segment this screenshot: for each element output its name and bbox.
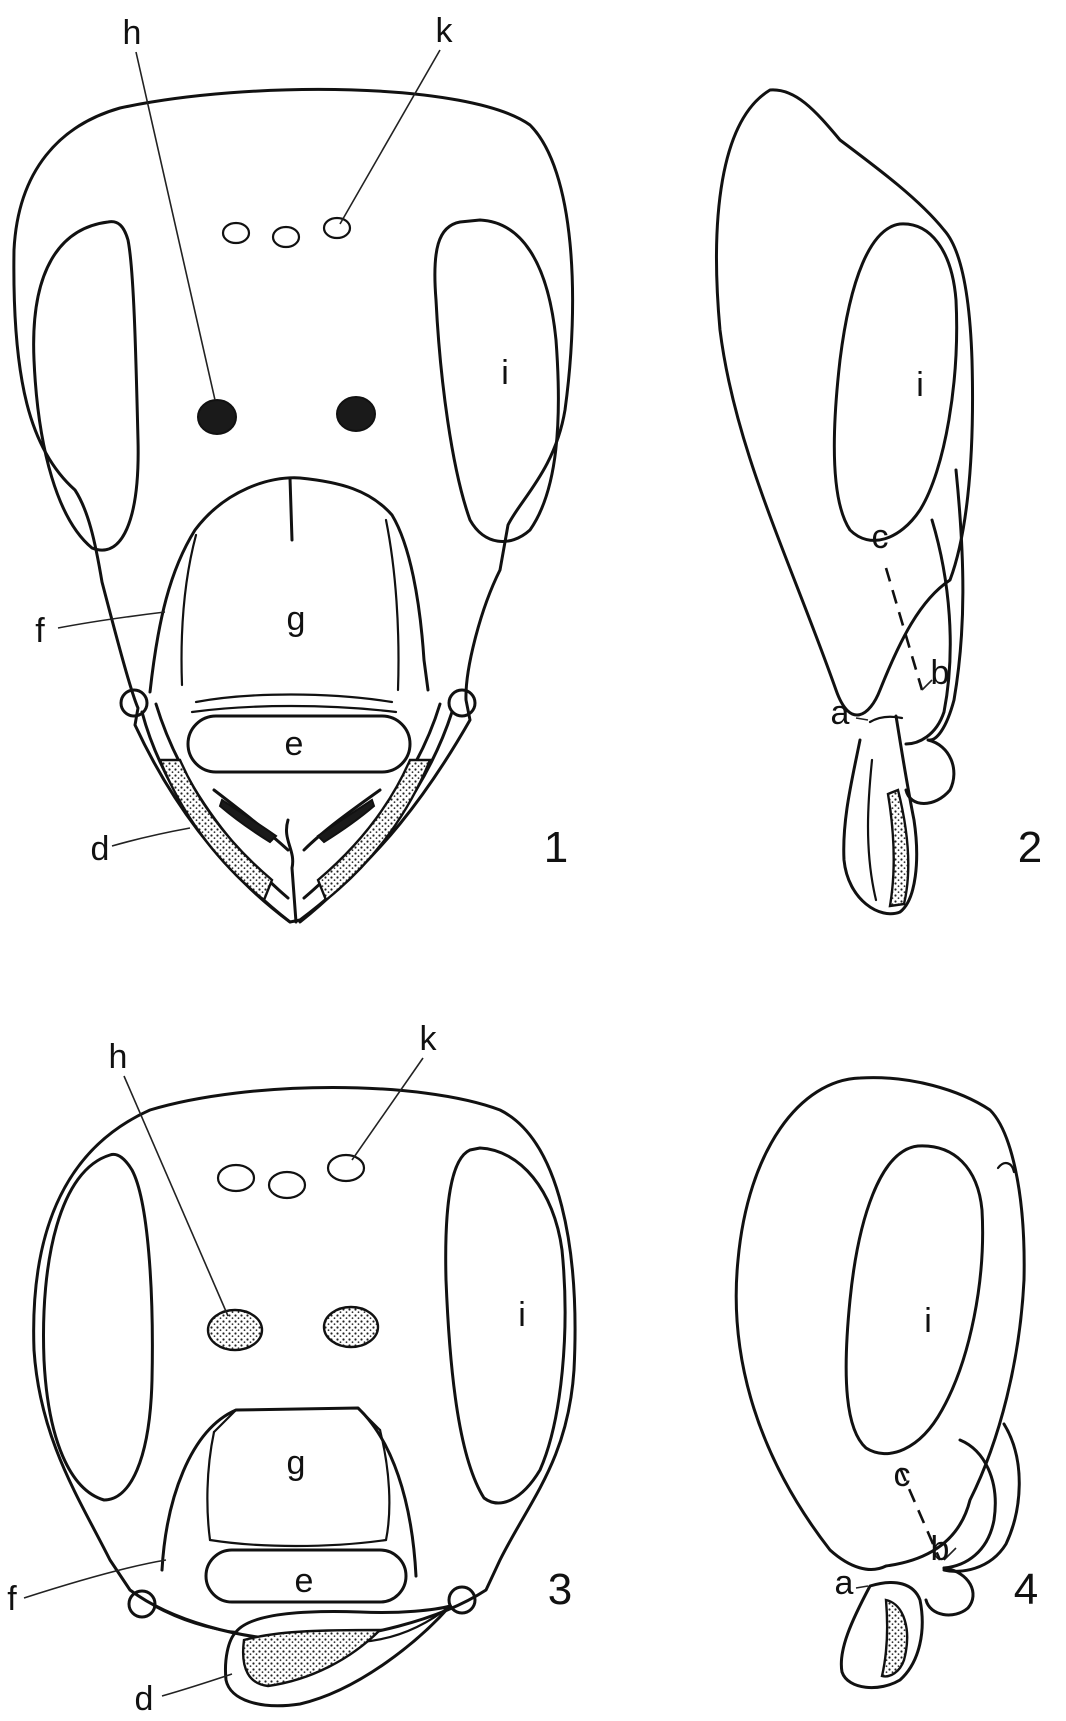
leader-fig3-k [352, 1058, 423, 1160]
fig3-ocellus-left [218, 1165, 254, 1191]
fig1-right-eye [435, 220, 559, 541]
figure-3-head-frontal [34, 1088, 575, 1706]
fig4-head-outline [736, 1078, 1024, 1570]
fig3-clypeus-inner-right [380, 1430, 389, 1540]
leader-fig1-h [136, 52, 215, 400]
fig4-label-a: a [835, 1564, 854, 1602]
fig2-label-a: a [831, 694, 850, 732]
fig4-number: 4 [1014, 1565, 1038, 1614]
fig3-ocellus-middle [269, 1172, 305, 1198]
fig1-label-f: f [35, 612, 45, 650]
fig3-label-g: g [287, 1444, 306, 1482]
fig2-head-outline [717, 90, 973, 715]
fig1-ocellus-middle [273, 227, 299, 247]
fig3-mandible-shade [243, 1630, 380, 1686]
fig1-clypeus-outline [150, 478, 428, 692]
fig2-labrum-side [906, 740, 954, 804]
fig3-label-d: d [135, 1680, 154, 1718]
fig2-clypeus-side [906, 520, 950, 744]
fig4-ocellus-side [998, 1163, 1014, 1172]
fig1-head-outline [14, 89, 573, 922]
fig1-clypeus-lower-margin [196, 695, 392, 703]
fig4-labrum-side [926, 1568, 973, 1615]
fig2-eye [834, 224, 956, 541]
leader-fig1-d [112, 828, 190, 846]
figure-1-head-frontal [14, 89, 573, 922]
fig1-label-i: i [501, 354, 509, 392]
fig1-label-g: g [287, 600, 306, 638]
leader-lines [24, 50, 956, 1696]
fig1-antennal-socket-left [198, 400, 236, 434]
fig1-clypeal-groove [290, 478, 292, 540]
fig4-label-i: i [924, 1302, 932, 1340]
fig3-head-outline [34, 1088, 575, 1641]
fig1-number: 1 [544, 823, 568, 872]
fig3-antennal-socket-left [208, 1310, 262, 1350]
fig3-label-e: e [295, 1562, 314, 1600]
fig3-clypeus-inner-left [207, 1432, 214, 1540]
fig1-ocellus-left [223, 223, 249, 243]
fig1-label-d: d [91, 830, 110, 868]
fig4-label-c: c [894, 1456, 911, 1494]
fig1-label-k: k [436, 12, 454, 50]
fig3-ocellus-right [328, 1155, 364, 1181]
fig3-label-k: k [420, 1020, 438, 1058]
fig1-left-eye [34, 222, 139, 550]
fig2-dashed-line-c-b [886, 568, 922, 690]
fig3-antennal-socket-right [324, 1307, 378, 1347]
leader-fig2-a [856, 718, 868, 720]
figure-4-head-lateral [736, 1078, 1024, 1688]
fig2-mandible-inner [868, 760, 876, 900]
fig2-label-i: i [916, 366, 924, 404]
fig3-clypeus-upper [214, 1408, 380, 1432]
figure-1-labels: h k i g f e d 1 [35, 12, 568, 872]
fig4-eye [846, 1146, 982, 1454]
fig3-number: 3 [548, 1565, 572, 1614]
fig3-left-eye [44, 1154, 153, 1500]
fig2-number: 2 [1018, 823, 1042, 872]
leader-fig4-a [856, 1586, 868, 1588]
fig1-label-h: h [123, 14, 142, 52]
fig1-clypeus-inner-right [386, 520, 399, 690]
fig3-clypeus-lower [210, 1540, 386, 1546]
fig4-mandible-shade [882, 1600, 907, 1676]
fig3-label-i: i [518, 1296, 526, 1334]
figure-2-labels: i c b a 2 [831, 366, 1043, 872]
fig1-label-e: e [285, 725, 304, 763]
leader-fig3-d [162, 1674, 232, 1696]
fig3-right-eye [446, 1148, 565, 1503]
fig1-clypeus-inner-left [182, 535, 196, 685]
leader-fig1-k [340, 50, 440, 224]
fig1-clypeus-lower-margin-2 [192, 706, 396, 712]
figure-2-head-lateral [717, 90, 973, 914]
fig3-label-f: f [7, 1580, 17, 1618]
fig2-label-c: c [872, 518, 889, 556]
fig3-label-h: h [109, 1038, 128, 1076]
fig4-label-b: b [931, 1530, 950, 1568]
fig2-mandible-shade [888, 790, 908, 906]
figure-4-labels: i c b a 4 [835, 1302, 1039, 1614]
fig2-label-b: b [931, 654, 950, 692]
fig1-mandible-tip [286, 820, 296, 922]
fig1-ocellus-right [324, 218, 350, 238]
fig1-antennal-socket-right [337, 397, 375, 431]
